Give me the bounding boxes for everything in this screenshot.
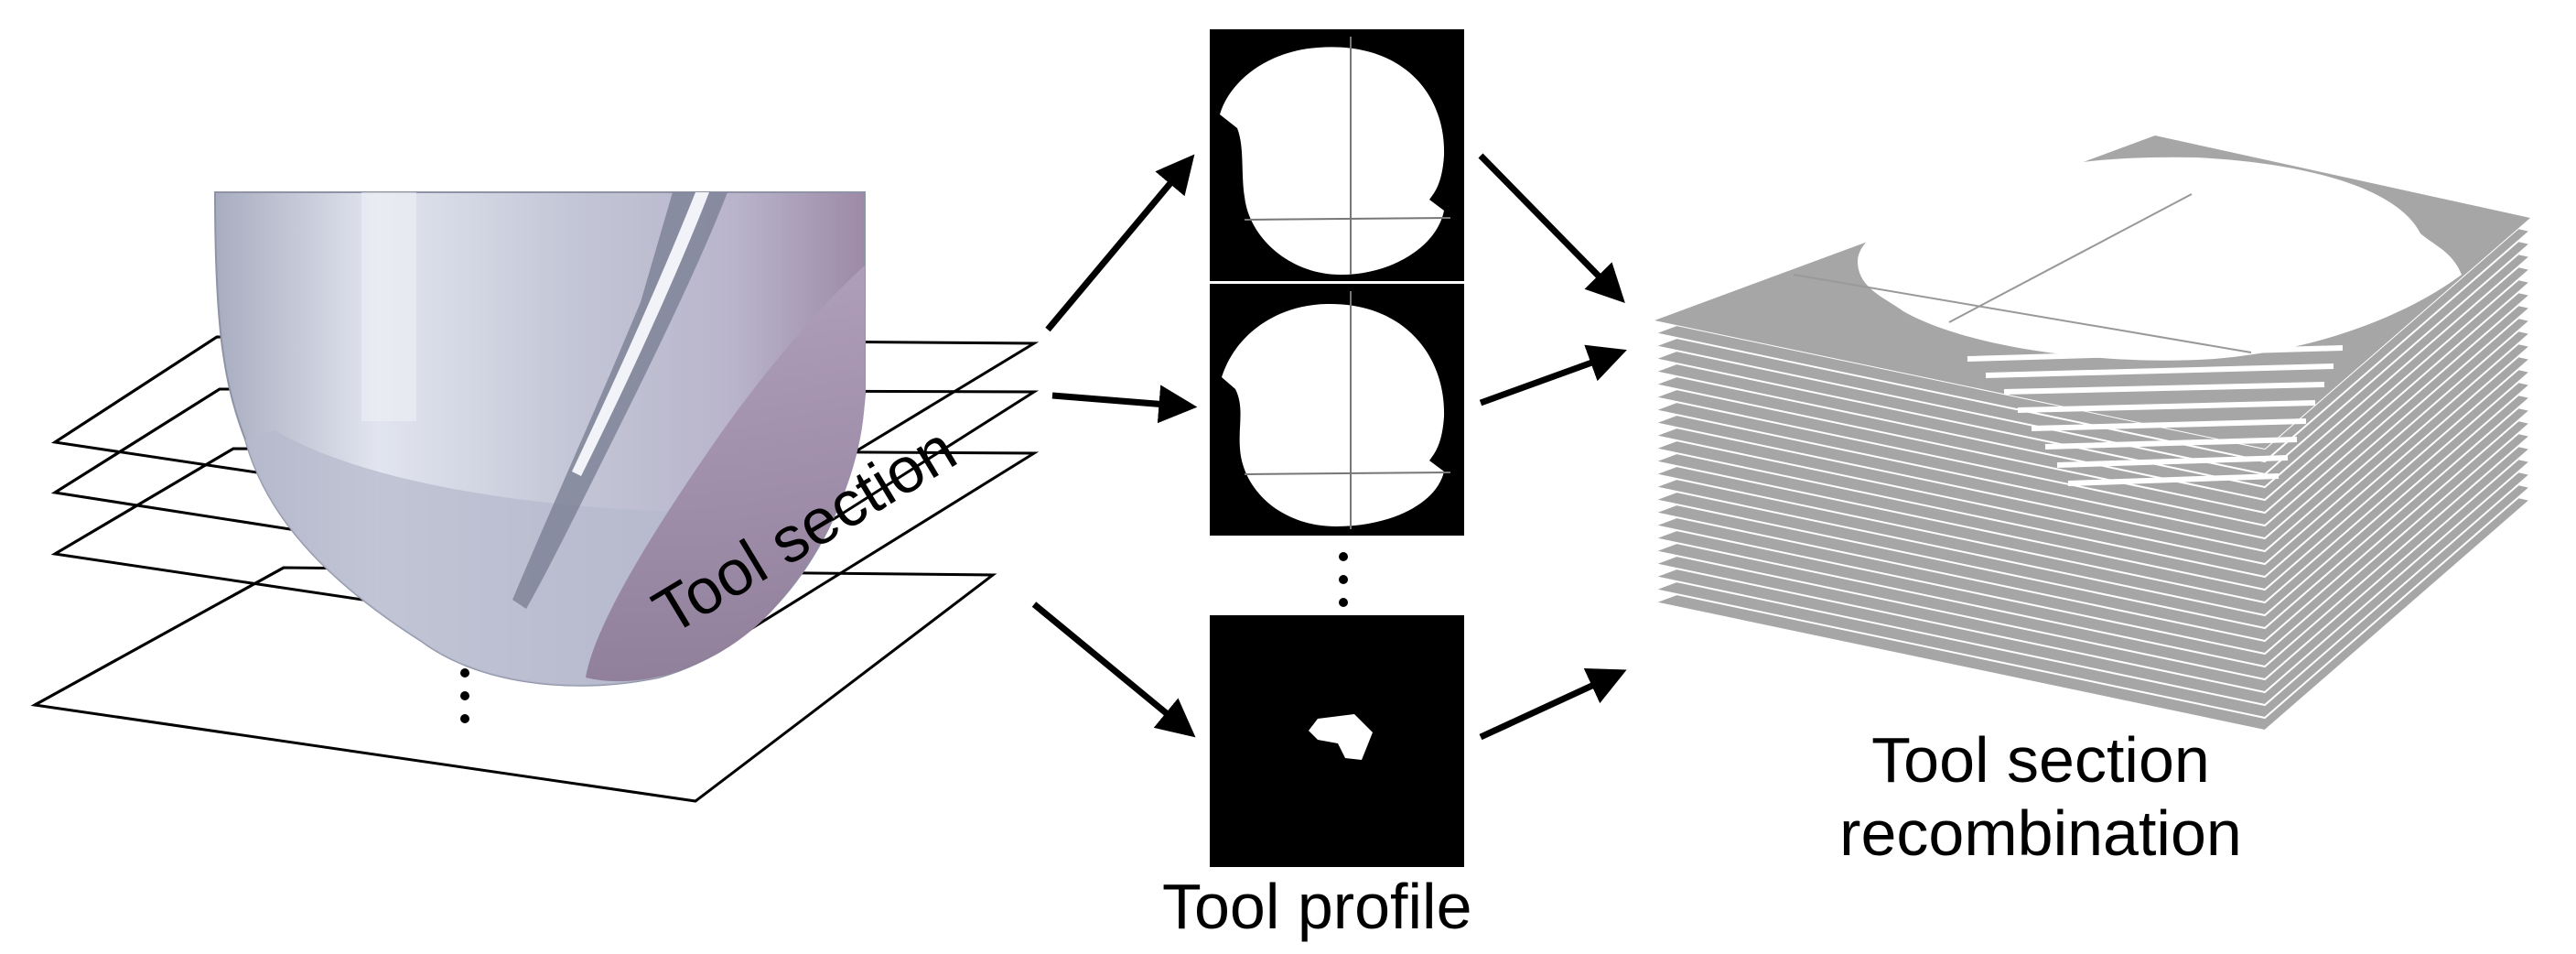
tool-profile-2 — [1210, 284, 1464, 536]
arrow-to-profile-2 — [1051, 385, 1198, 424]
stack-cavity — [1858, 157, 2462, 361]
arrow-to-profile-1 — [1045, 154, 1195, 332]
tool-profiles — [1210, 29, 1464, 867]
label-recomb-line1: Tool section — [1871, 724, 2210, 796]
arrow-to-profile-n — [1031, 602, 1196, 738]
label-tool-profile: Tool profile — [1162, 871, 1472, 942]
tool-highlight — [361, 192, 416, 421]
section-dots — [460, 668, 469, 723]
tool-with-section-planes — [30, 191, 1040, 803]
arrow-from-profile-n — [1479, 667, 1627, 741]
tool-profile-1 — [1210, 29, 1464, 281]
label-recomb-line2: recombination — [1839, 797, 2242, 869]
section-plane-front-edges — [34, 335, 285, 707]
stack-inner-rings — [1967, 345, 2344, 486]
profile-dots — [1339, 552, 1348, 607]
tool-flute-highlight — [572, 192, 709, 476]
arrow-from-profile-1 — [1478, 153, 1625, 303]
arrow-from-profile-2 — [1479, 344, 1627, 407]
label-tool-section-recombination: Tool section recombination — [1803, 723, 2279, 870]
tool-profile-n — [1210, 615, 1464, 867]
tool-flute-face — [586, 266, 865, 682]
tool-section-stack — [1651, 134, 2533, 732]
arrows-to-stack — [1478, 153, 1627, 741]
arrows-to-profiles — [1031, 154, 1198, 738]
tool-flute-groove — [512, 192, 728, 609]
